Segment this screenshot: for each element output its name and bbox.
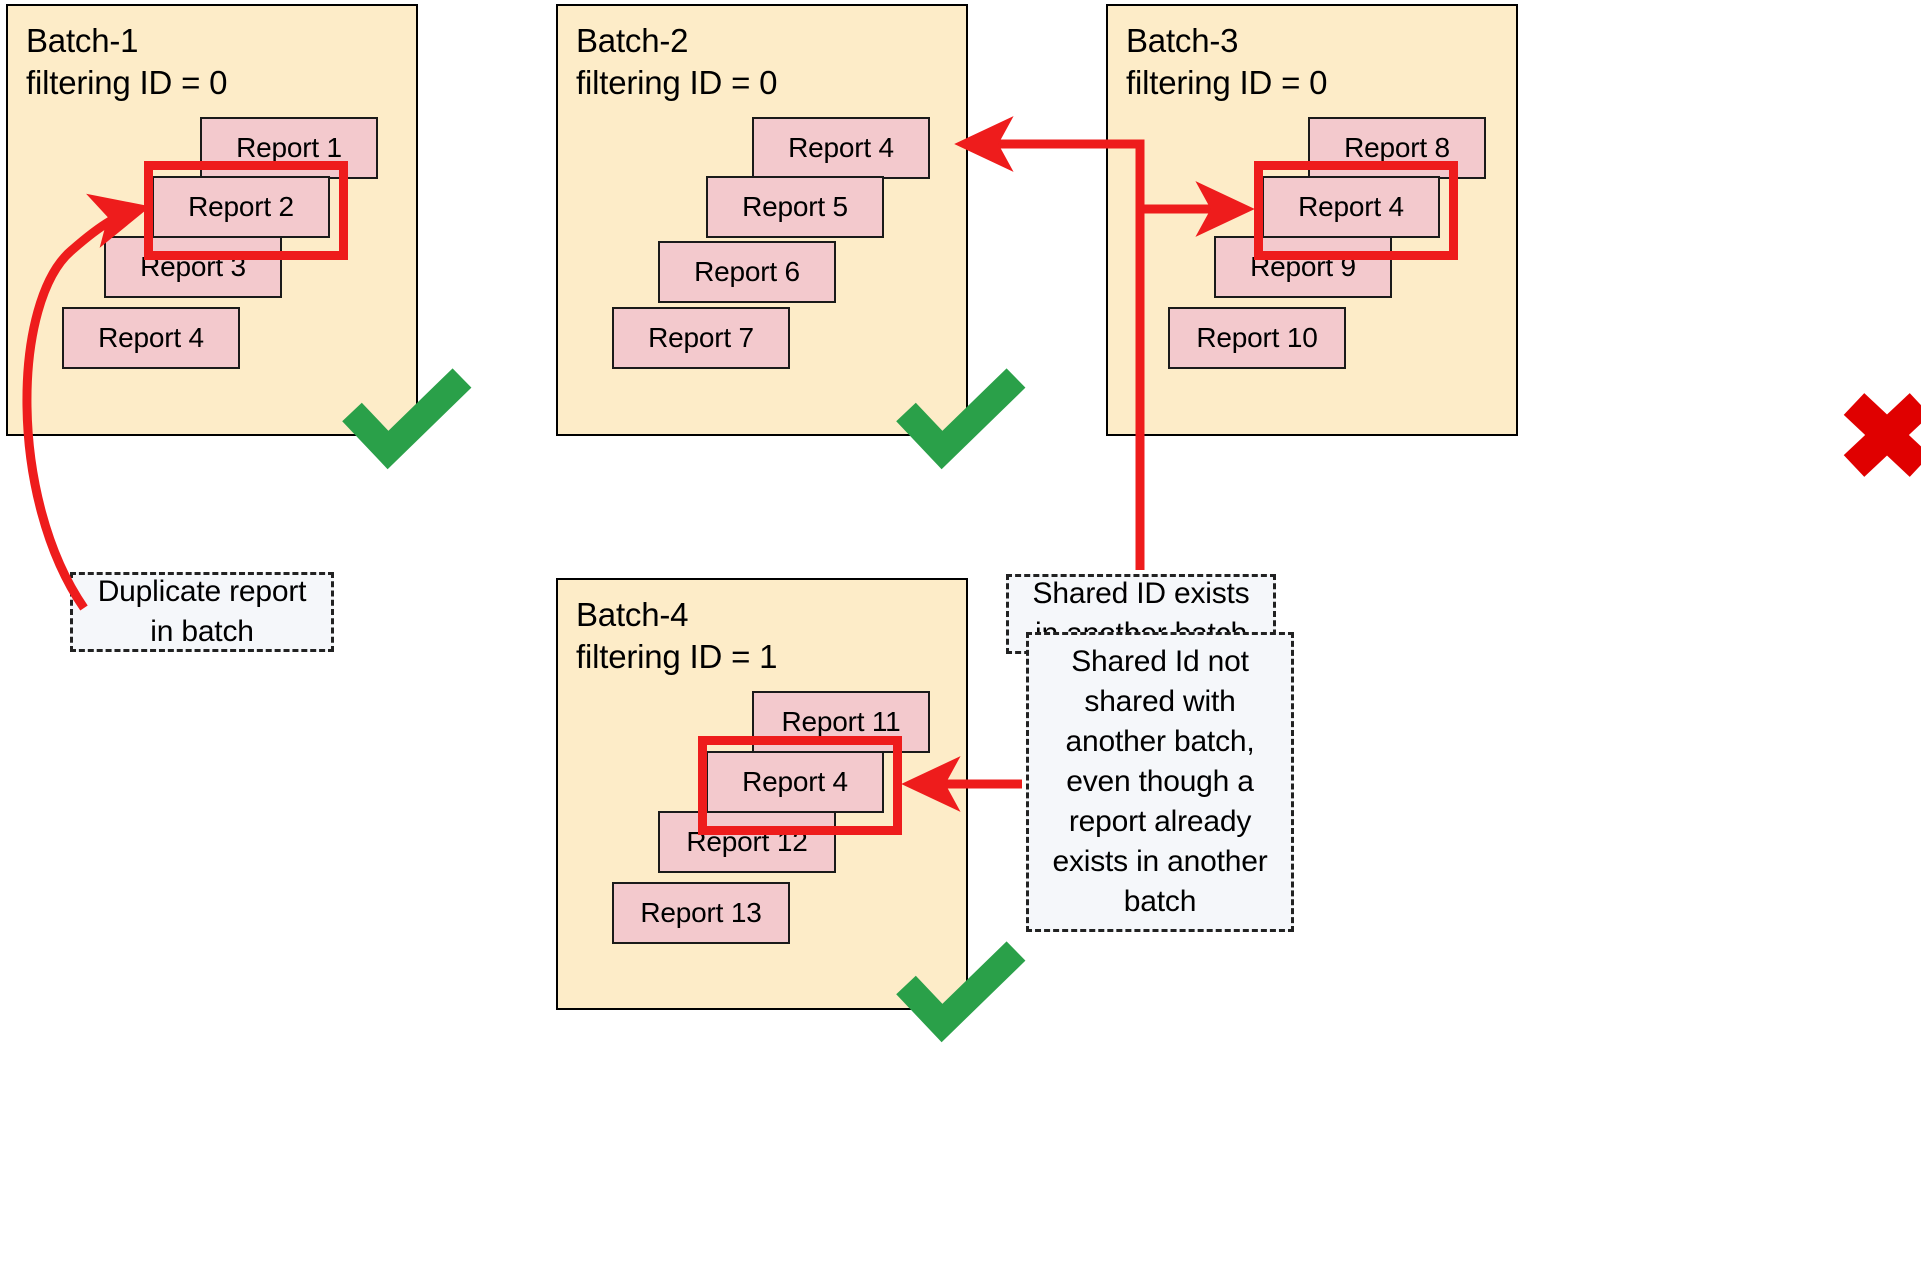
report-card-label: Report 1 bbox=[236, 132, 342, 163]
callout-duplicate-report: Duplicate report in batch bbox=[70, 572, 334, 652]
report-card-label: Report 5 bbox=[742, 191, 848, 222]
status-cross-batch-3 bbox=[1843, 393, 1921, 477]
report-card-label: Report 4 bbox=[98, 322, 204, 353]
report-card-label: Report 6 bbox=[694, 256, 800, 287]
report-card[interactable]: Report 7 bbox=[612, 307, 790, 369]
report-card-label: Report 8 bbox=[1344, 132, 1450, 163]
report-card[interactable]: Report 13 bbox=[612, 882, 790, 944]
shared-report-highlight bbox=[1254, 161, 1458, 260]
report-card[interactable]: Report 4 bbox=[62, 307, 240, 369]
report-card[interactable]: Report 6 bbox=[658, 241, 836, 303]
batch-title-2: Batch-2 filtering ID = 0 bbox=[576, 22, 778, 102]
report-card-label: Report 11 bbox=[781, 706, 901, 737]
report-card-label: Report 13 bbox=[640, 897, 762, 928]
duplicate-report-highlight bbox=[144, 161, 348, 260]
batch-title-4: Batch-4 filtering ID = 1 bbox=[576, 596, 778, 676]
batch-title-3: Batch-3 filtering ID = 0 bbox=[1126, 22, 1328, 102]
report-card-label: Report 4 bbox=[788, 132, 894, 163]
report-card[interactable]: Report 5 bbox=[706, 176, 884, 238]
report-card-label: Report 10 bbox=[1196, 322, 1318, 353]
batch-title-1: Batch-1 filtering ID = 0 bbox=[26, 22, 228, 102]
non-shared-report-highlight bbox=[698, 736, 902, 835]
report-card[interactable]: Report 10 bbox=[1168, 307, 1346, 369]
report-card[interactable]: Report 4 bbox=[752, 117, 930, 179]
callout-shared-id-not-shared: Shared Id not shared with another batch,… bbox=[1026, 632, 1294, 932]
report-card-label: Report 7 bbox=[648, 322, 754, 353]
